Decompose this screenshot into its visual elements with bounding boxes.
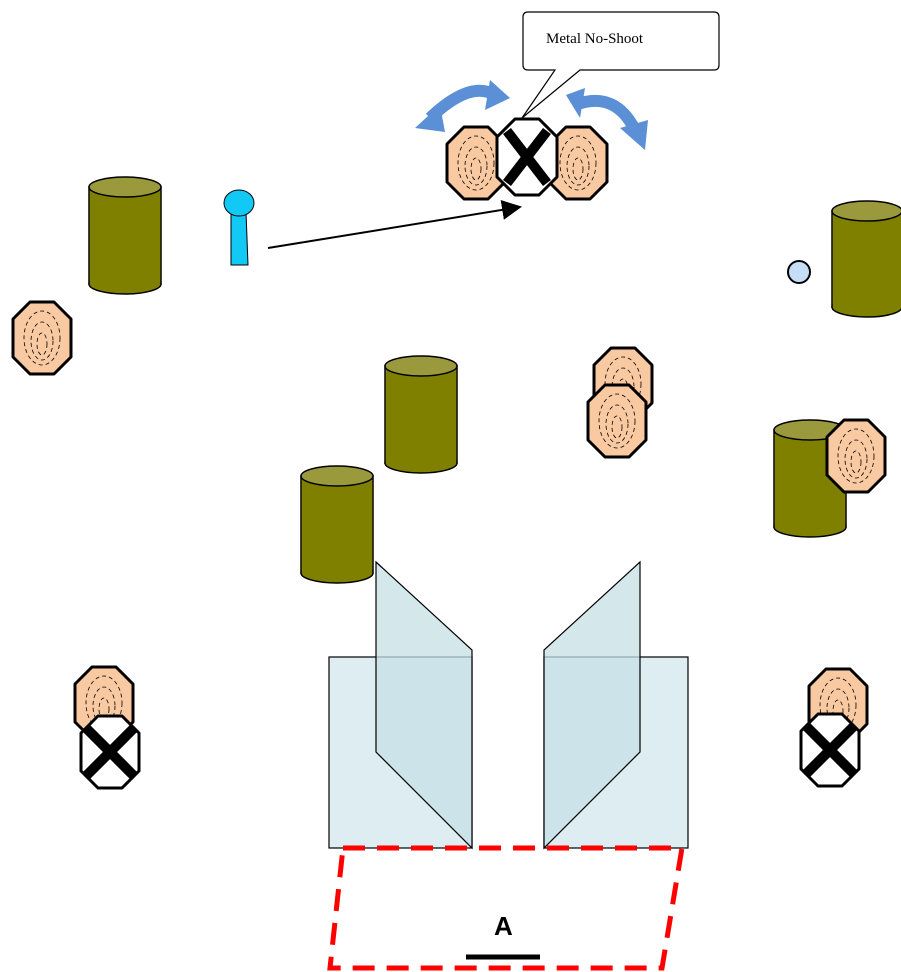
barrel-icon: [384, 355, 458, 474]
start-area-label: A: [494, 911, 513, 941]
callout-bubble: [521, 11, 720, 119]
callout-text: Metal No-Shoot: [546, 31, 644, 47]
no-shoot-icon: [799, 712, 861, 788]
barrel-icon: [773, 419, 847, 538]
paper-target-icon: [445, 125, 507, 201]
wall-right: [543, 560, 689, 850]
steel-plate-icon: [787, 260, 811, 284]
popper-icon: [223, 189, 255, 266]
start-box: [327, 845, 685, 971]
swing-arrow-left-icon: [415, 80, 510, 132]
barrel-icon: [88, 176, 162, 295]
paper-target-icon: [11, 300, 73, 376]
no-shoot-icon: [79, 714, 141, 790]
paper-target-icon: [586, 383, 648, 459]
paper-target-icon: [825, 418, 887, 494]
barrel-icon: [300, 465, 374, 584]
wall-left: [328, 560, 473, 850]
metal-no-shoot-icon: [495, 117, 559, 197]
barrel-icon: [831, 200, 901, 318]
activation-arrow: [267, 200, 522, 249]
swing-arrow-right-icon: [566, 88, 648, 150]
